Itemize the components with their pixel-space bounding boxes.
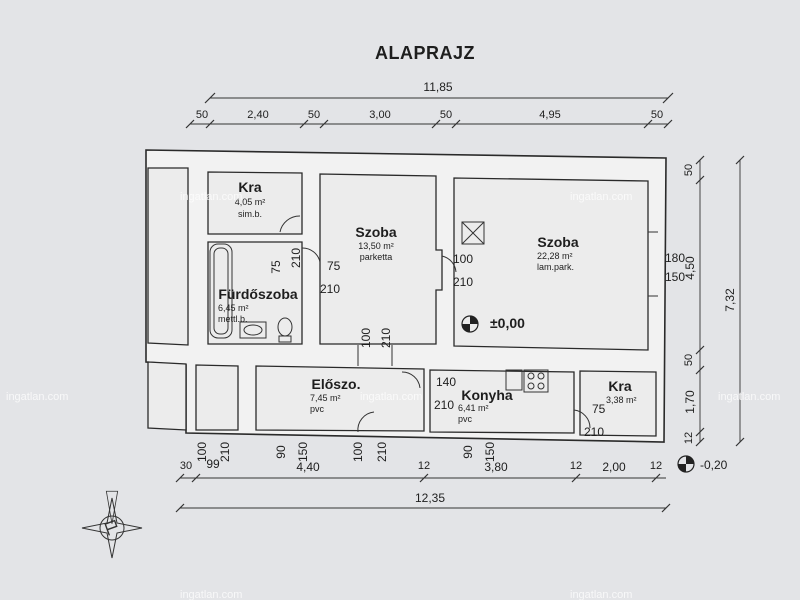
opening-bottom-1-height: 210	[218, 442, 232, 462]
dim-bottom-seg-7: 12	[650, 460, 662, 472]
opening-kra-door-width: 75	[269, 260, 283, 274]
watermark-7: ingatlan.com	[570, 589, 632, 600]
room-kra-2-name: Kra	[608, 378, 632, 394]
sink-icon	[505, 369, 523, 391]
room-konyha-name: Konyha	[461, 387, 513, 403]
room-szoba-1-floor: parketta	[360, 252, 393, 262]
room-furdoszoba-floor: mettl.b.	[218, 314, 248, 324]
opening-between-rooms-height: 210	[453, 275, 473, 289]
plan-title: ALAPRAJZ	[375, 43, 475, 63]
watermark-1: ingatlan.com	[180, 191, 242, 203]
room-szoba-2-area: 22,28 m²	[537, 251, 573, 261]
dim-bottom-seg-6: 2,00	[602, 460, 626, 474]
door-swings	[279, 215, 658, 433]
opening-window-width: 180	[665, 251, 685, 265]
room-furdoszoba-name: Fürdőszoba	[218, 286, 298, 302]
dim-right-seg-3: 50	[683, 354, 695, 366]
opening-bottom-1-width: 100	[195, 442, 209, 462]
opening-bottom-5-width: 90	[461, 445, 475, 459]
dim-bottom-seg-1: 30	[180, 460, 192, 472]
room-konyha-floor: pvc	[458, 414, 473, 424]
opening-pantry-door-width: 75	[592, 402, 606, 416]
watermark-6: ingatlan.com	[180, 589, 242, 600]
level-marker-icon	[461, 315, 479, 333]
compass-rose-icon	[81, 490, 143, 559]
dim-bottom-seg-2: 4,40	[296, 460, 320, 474]
dim-top-seg-4: 3,00	[369, 109, 390, 121]
opening-bottom-5-height: 150	[483, 442, 497, 462]
room-eloszoba-area: 7,45 m²	[310, 393, 341, 403]
main-level-label: ±0,00	[490, 315, 525, 331]
room-szoba-1-area: 13,50 m²	[358, 241, 394, 251]
opening-kitchen-door-width: 140	[436, 375, 456, 389]
opening-hall-door-height: 210	[379, 328, 393, 348]
dim-bottom-seg-4: 3,80	[484, 460, 508, 474]
room-szoba-1-name: Szoba	[355, 224, 396, 240]
room-eloszoba-floor: pvc	[310, 404, 325, 414]
opening-szoba-door-height: 210	[320, 282, 340, 296]
chimney-icon	[461, 221, 485, 245]
watermark-2: ingatlan.com	[570, 191, 632, 203]
dim-top-seg-3: 50	[308, 109, 320, 121]
opening-bottom-4-height: 210	[375, 442, 389, 462]
dim-bottom-total: 12,35	[415, 491, 445, 505]
dim-top-total: 11,85	[423, 80, 452, 94]
watermark-5: ingatlan.com	[718, 391, 780, 403]
watermark-3: ingatlan.com	[6, 391, 68, 403]
dim-right-seg-5: 12	[683, 432, 695, 444]
room-szoba-2-floor: lam.park.	[537, 262, 574, 272]
top-dimension-lines	[185, 92, 674, 129]
opening-bottom-2-width: 99	[206, 457, 220, 471]
opening-between-rooms-width: 100	[453, 252, 473, 266]
dim-right-seg-4: 1,70	[683, 390, 697, 414]
stove-icon	[523, 369, 549, 393]
opening-bottom-3-width: 90	[274, 445, 288, 459]
room-kra-1-area: 4,05 m²	[235, 197, 266, 207]
dim-right-seg-2: 4,50	[683, 256, 697, 280]
opening-bottom-4-width: 100	[351, 442, 365, 462]
room-kra-1-floor: sim.b.	[238, 209, 262, 219]
room-kra-1-name: Kra	[238, 179, 262, 195]
dim-top-seg-1: 50	[196, 109, 208, 121]
toilet-icon	[277, 317, 293, 343]
room-konyha-area: 6,41 m²	[458, 403, 489, 413]
opening-bottom-3-height: 150	[296, 442, 310, 462]
dim-bottom-seg-5: 12	[570, 460, 582, 472]
dim-right-seg-1: 50	[683, 164, 695, 176]
outside-level-marker-icon	[677, 455, 695, 473]
washbasin-icon	[239, 321, 267, 339]
watermark-4: ingatlan.com	[360, 391, 422, 403]
dim-right-total: 7,32	[723, 288, 737, 312]
dim-top-seg-2: 2,40	[247, 109, 268, 121]
opening-kra-door-height: 210	[289, 248, 303, 268]
opening-kitchen-door-height: 210	[434, 398, 454, 412]
opening-hall-door-width: 100	[359, 328, 373, 348]
dim-top-seg-6: 4,95	[539, 109, 560, 121]
opening-szoba-door-width: 75	[327, 259, 341, 273]
room-eloszoba-name: Előszo.	[311, 376, 360, 392]
outside-level-label: -0,20	[700, 458, 728, 472]
dim-top-seg-5: 50	[440, 109, 452, 121]
bathtub-icon	[209, 243, 233, 339]
bottom-dimension-lines	[175, 473, 671, 513]
room-kra-2-area: 3,38 m²	[606, 395, 637, 405]
dim-bottom-seg-3: 12	[418, 460, 430, 472]
room-furdoszoba-area: 6,45 m²	[218, 303, 249, 313]
right-dimension-lines	[695, 155, 745, 447]
room-szoba-2-name: Szoba	[537, 234, 578, 250]
opening-pantry-door-height: 210	[584, 425, 604, 439]
dim-top-seg-7: 50	[651, 109, 663, 121]
opening-window-height: 150	[665, 270, 685, 284]
